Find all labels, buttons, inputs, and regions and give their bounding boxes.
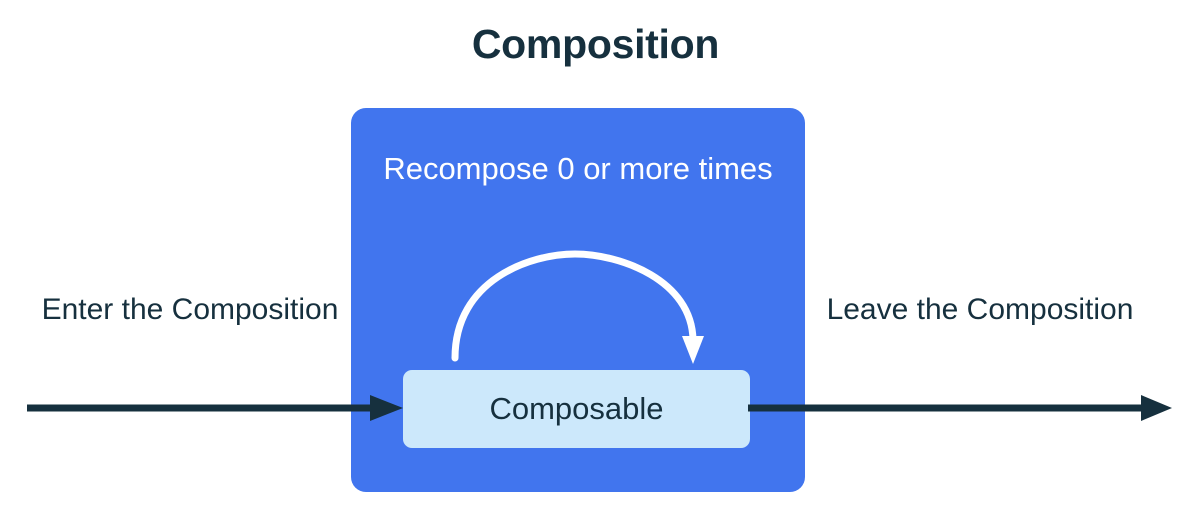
leave-composition-arrow [748,395,1172,421]
composable-label: Composable [489,391,664,426]
enter-composition-caption: Enter the Composition [41,293,339,326]
composable-box: Composable [403,370,750,448]
recompose-loop-arrow [451,250,704,364]
page-title: Composition [471,21,720,67]
recompose-label: Recompose 0 or more times [383,151,773,186]
leave-composition-caption: Leave the Composition [826,293,1134,326]
enter-composition-arrow [27,395,403,421]
